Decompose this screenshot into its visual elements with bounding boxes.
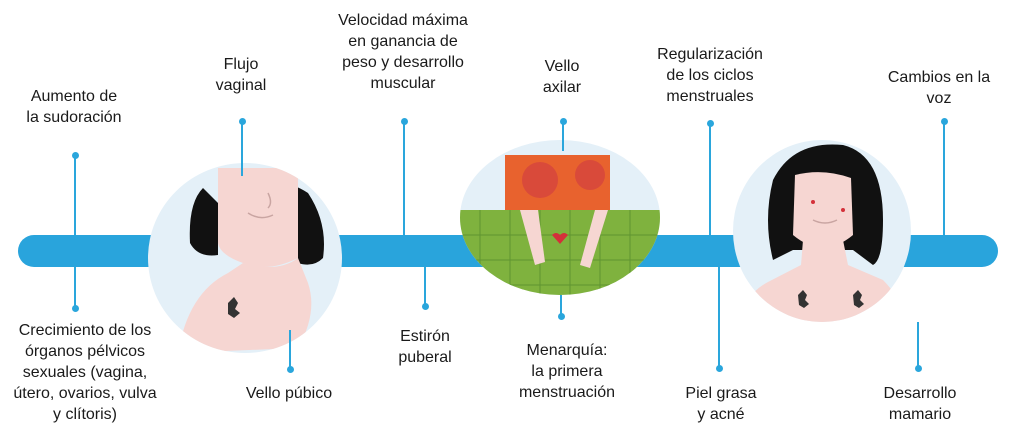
label-flujo-vaginal: Flujo vaginal	[215, 56, 267, 94]
connector-line	[562, 121, 564, 151]
connector-line	[403, 121, 405, 235]
connector-dot	[72, 305, 79, 312]
connector-dot	[422, 303, 429, 310]
label-desarrollo-mamario: Desarrollo mamario	[883, 385, 957, 423]
connector-line	[718, 267, 720, 367]
connector-dot	[915, 365, 922, 372]
label-regularizacion: Regularización de los ciclos menstruales	[657, 46, 763, 105]
girl-portrait-icon	[148, 163, 342, 353]
connector-dot	[558, 313, 565, 320]
label-vello-pubico: Vello púbico	[245, 385, 333, 402]
label-cambios-voz: Cambios en la voz	[887, 69, 991, 107]
label-estiron-puberal: Estirón puberal	[398, 328, 452, 366]
connector-dot	[716, 365, 723, 372]
torso-shirt-icon	[460, 140, 660, 295]
connector-line	[74, 267, 76, 307]
connector-line	[917, 322, 919, 367]
woman-portrait-icon	[733, 140, 911, 322]
label-crecimiento-organos: Crecimiento de los órganos pélvicos sexu…	[13, 322, 157, 423]
label-vello-axilar: Vello axilar	[542, 58, 582, 96]
label-piel-grasa: Piel grasa y acné	[685, 385, 757, 423]
connector-line	[560, 295, 562, 315]
connector-line	[943, 121, 945, 235]
label-velocidad-maxima: Velocidad máxima en ganancia de peso y d…	[338, 12, 468, 92]
connector-line	[709, 123, 711, 235]
label-menarquia: Menarquía: la primera menstruación	[518, 342, 616, 401]
connector-line	[241, 121, 243, 176]
connector-dot	[287, 366, 294, 373]
connector-line	[289, 330, 291, 368]
connector-line	[74, 155, 76, 235]
label-sudoracion: Aumento de la sudoración	[26, 88, 122, 126]
connector-line	[424, 267, 426, 305]
